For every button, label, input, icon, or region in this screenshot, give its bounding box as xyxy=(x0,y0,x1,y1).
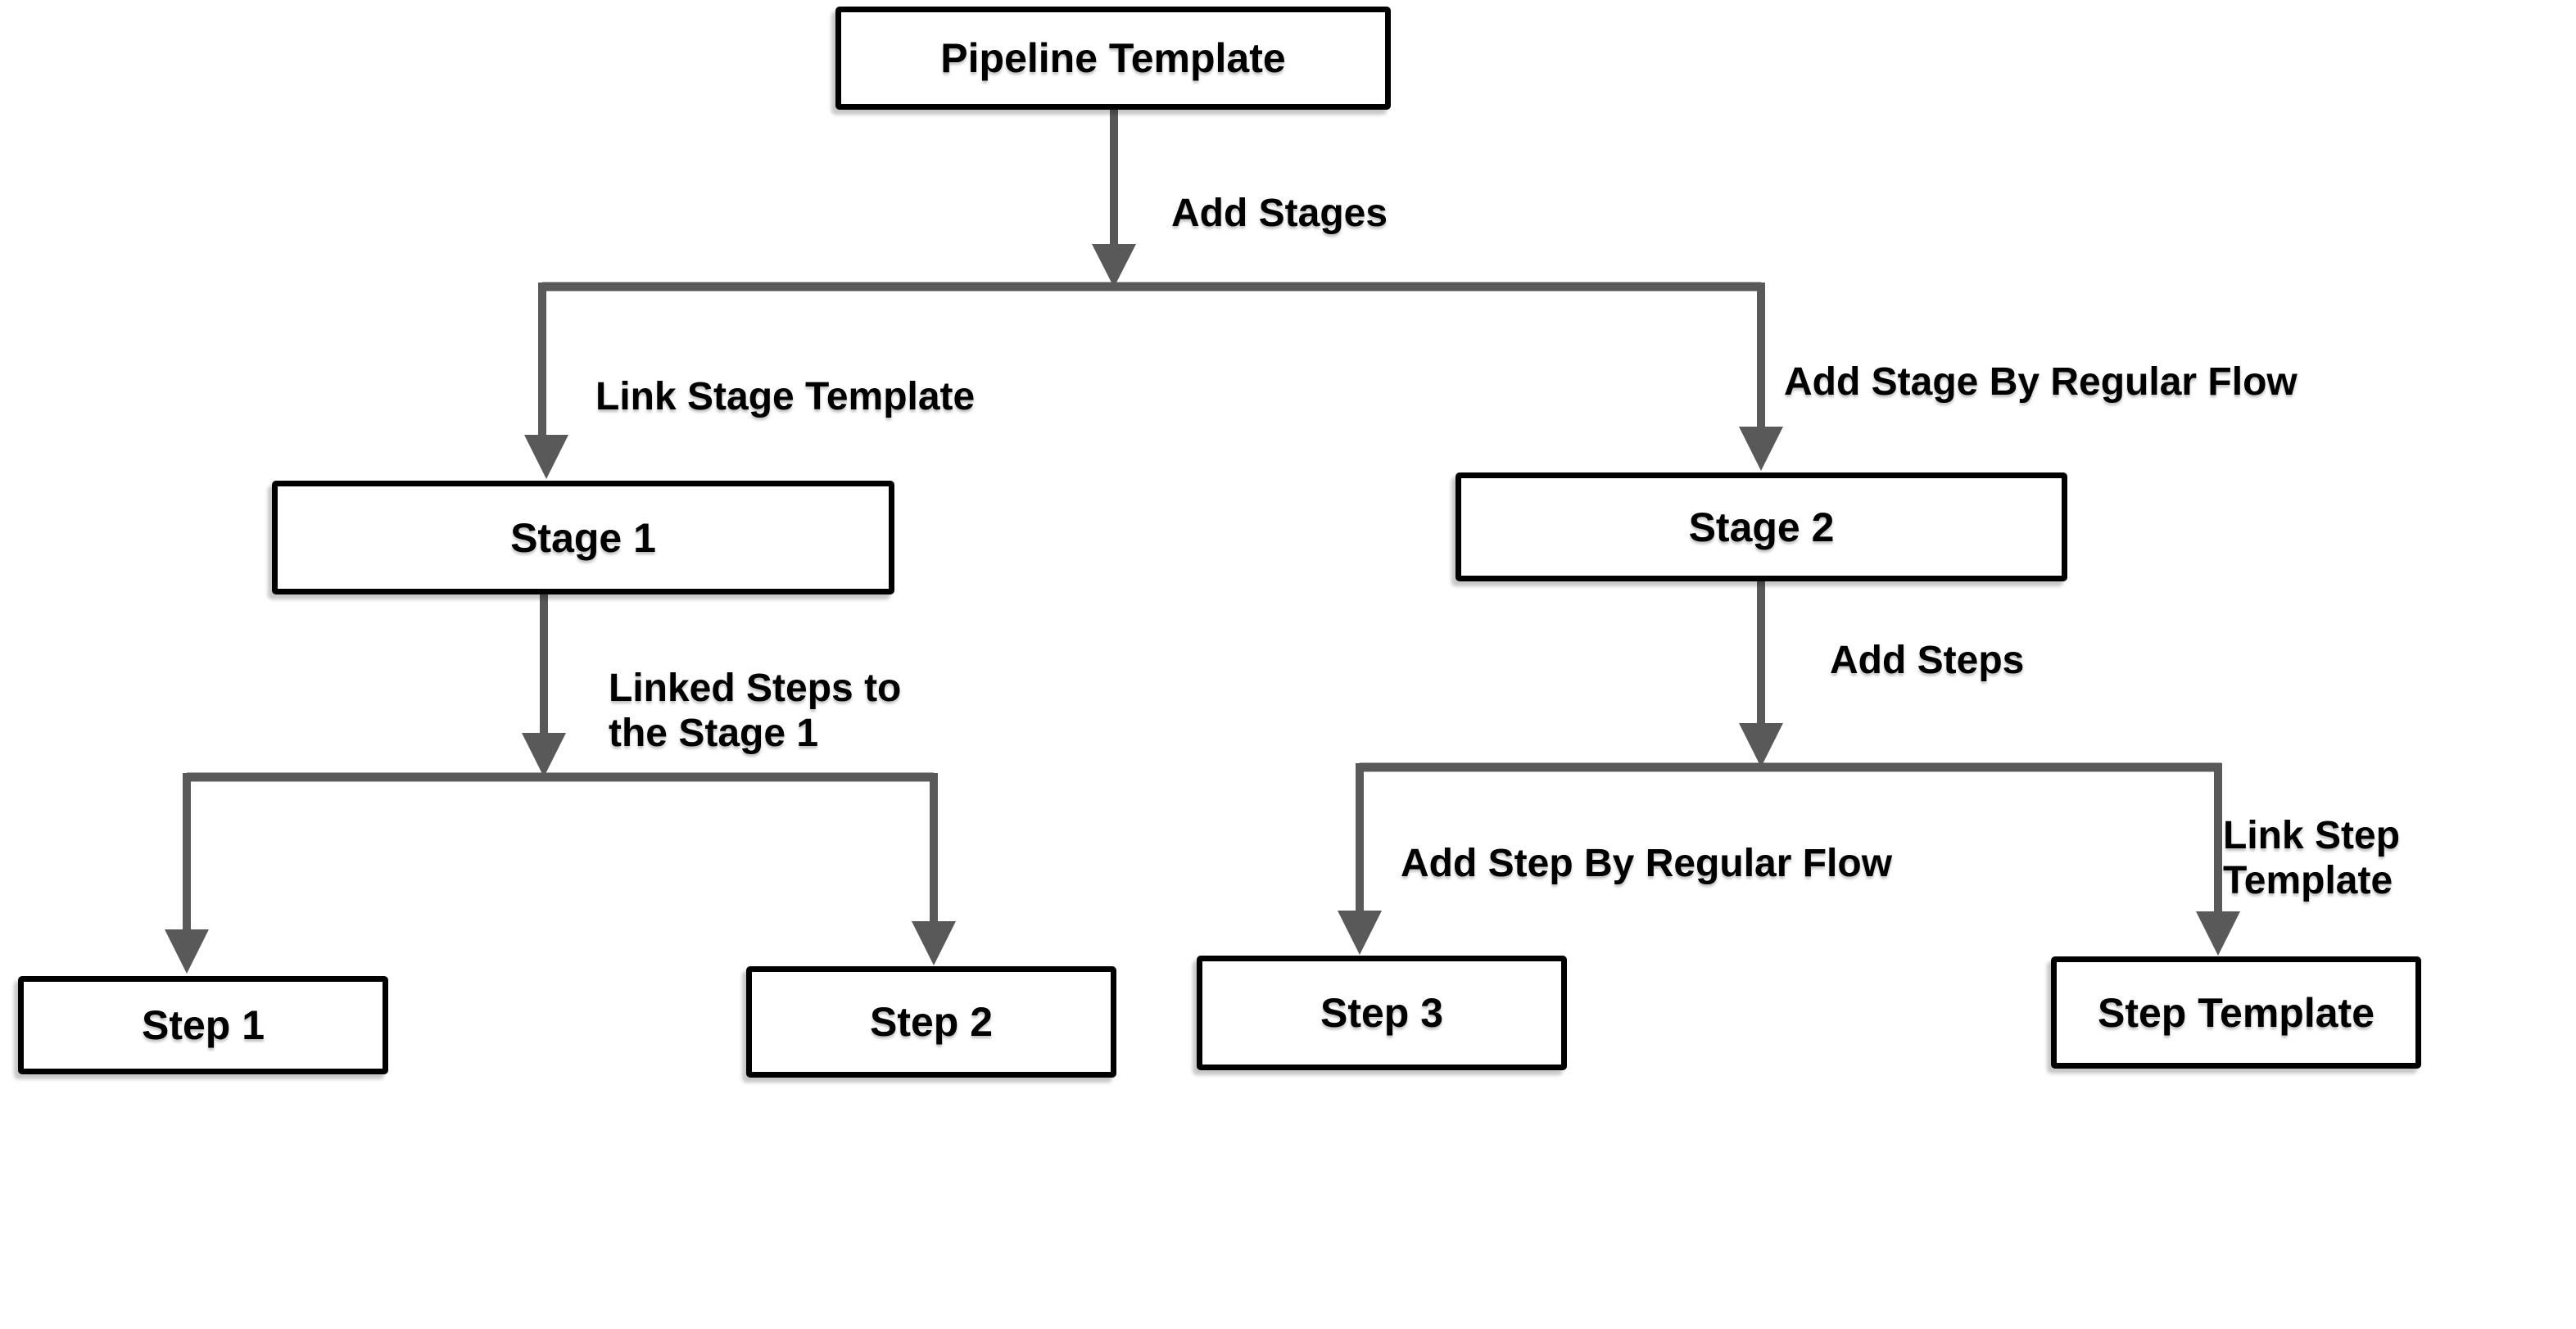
node-step-2: Step 2 xyxy=(746,966,1116,1078)
edge-bus-to-step3 xyxy=(1338,763,1382,955)
edge-label-add-step-by-regular-flow: Add Step By Regular Flow xyxy=(1401,842,1893,885)
edge-bus-to-stage2 xyxy=(1739,283,1783,471)
node-step-3: Step 3 xyxy=(1197,956,1567,1070)
node-step-2-label: Step 2 xyxy=(869,999,994,1045)
node-step-template-label: Step Template xyxy=(2097,989,2375,1036)
edge-label-add-stage-by-regular-flow: Add Stage By Regular Flow xyxy=(1784,360,2298,404)
node-pipeline-template-label: Pipeline Template xyxy=(940,35,1286,81)
node-step-template: Step Template xyxy=(2051,956,2421,1069)
edge-label-link-stage-template: Link Stage Template xyxy=(595,375,976,418)
edge-stage2-to-step-bus xyxy=(1360,581,2221,772)
edge-bus-to-stage1 xyxy=(524,283,568,479)
node-stage-1-label: Stage 1 xyxy=(510,514,656,561)
node-stage-2-label: Stage 2 xyxy=(1688,504,1835,550)
node-step-1-label: Step 1 xyxy=(141,1002,265,1048)
edge-bus-to-step2 xyxy=(912,773,956,965)
edge-label-link-step-template: Link Step Template xyxy=(2223,814,2401,902)
node-step-3-label: Step 3 xyxy=(1320,990,1444,1036)
node-pipeline-template: Pipeline Template xyxy=(835,7,1391,110)
edge-label-add-stages: Add Stages xyxy=(1171,192,1388,235)
edge-pipeline-to-stage-bus xyxy=(542,110,1761,292)
edge-label-add-steps: Add Steps xyxy=(1830,639,2025,682)
edge-bus-to-step1 xyxy=(165,773,209,974)
node-stage-2: Stage 2 xyxy=(1456,472,2067,581)
node-step-1: Step 1 xyxy=(18,976,388,1074)
node-stage-1: Stage 1 xyxy=(272,481,894,594)
edge-label-linked-steps-to-stage-1: Linked Steps to the Stage 1 xyxy=(609,667,902,755)
